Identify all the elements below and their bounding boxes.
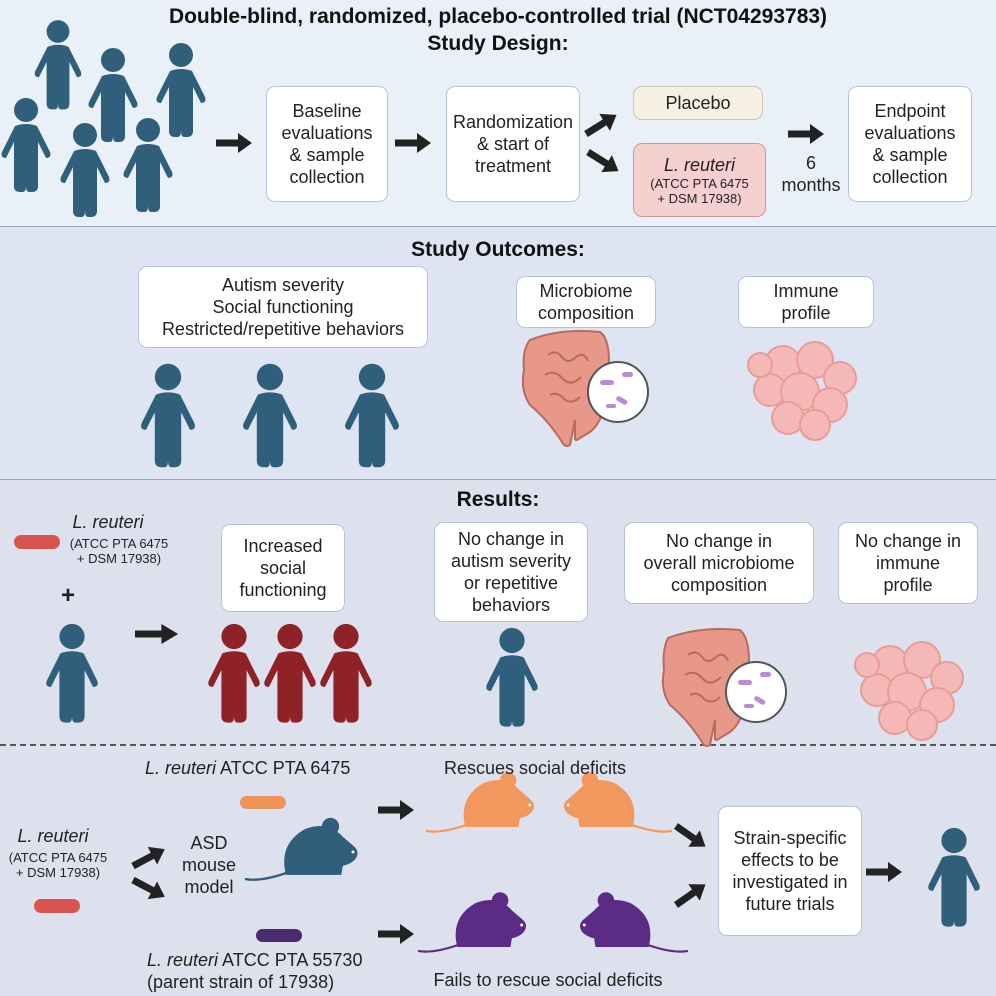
fails-label: Fails to rescue social deficits [433,970,663,990]
mouse-treatment-name: L. reuteri [17,826,89,846]
arrow-icon [128,871,170,906]
immune-cells-icon [854,641,964,741]
randomization-box: Randomization & start of treatment [446,86,580,202]
bacteria-purple-icon [256,929,302,942]
duration-label: 6 months [781,153,841,195]
baseline-box: Baseline evaluations & sample collection [266,86,388,202]
bacteria-icon [14,535,60,549]
arrow-icon [135,624,179,644]
trial-title: Double-blind, randomized, placebo-contro… [168,5,828,28]
mouse-purple-icon [416,891,690,953]
mouse-treatment-strains: (ATCC PTA 6475 + DSM 17938) [8,850,108,880]
gut-microbiome-icon [521,330,649,447]
asd-mouse-model-label: ASD mouse model [181,833,237,897]
children-holding-hands-icon [208,623,372,723]
bacteria-icon [34,899,80,913]
rescues-label: Rescues social deficits [443,758,627,778]
arrow-icon [128,840,170,875]
increased-social-box: Increased social functioning [221,524,345,612]
results-treatment-strains: (ATCC PTA 6475 + DSM 17938) [69,536,169,566]
arrow-icon [670,876,712,914]
child-icon [928,827,980,927]
bacteria-orange-icon [240,796,286,809]
results-treatment-name: L. reuteri [72,512,144,532]
strain-55730-label: L. reuteri ATCC PTA 55730 [147,950,363,970]
arrow-icon [378,924,414,944]
behavior-outcome-box: Autism severity Social functioning Restr… [138,266,428,348]
arrow-icon [378,800,414,820]
microbiome-outcome-box: Microbiome composition [516,276,656,328]
treatment-box: L. reuteri (ATCC PTA 6475 + DSM 17938) [633,143,766,217]
immune-outcome-box: Immune profile [738,276,874,328]
immune-cells-icon [747,341,857,441]
outcomes-heading: Study Outcomes: [411,238,585,261]
results-heading: Results: [456,488,540,511]
placebo-box: Placebo [633,86,763,120]
parent-strain-note: (parent strain of 17938) [147,972,335,992]
plus-sign: + [60,582,75,609]
arrow-icon [395,133,431,153]
endpoint-box: Endpoint evaluations & sample collection [848,86,972,202]
arrow-icon [580,106,622,143]
arrow-icon [866,862,902,882]
section-divider [0,744,996,746]
no-change-severity-box: No change in autism severity or repetiti… [434,522,588,622]
children-icons [141,363,399,468]
treatment-name: L. reuteri [663,155,736,175]
treatment-strains: (ATCC PTA 6475 + DSM 17938) [650,176,749,206]
gut-microbiome-icon [661,628,787,747]
arrow-icon [788,124,824,144]
arrow-icon [216,133,252,153]
arrow-icon [670,817,712,855]
asd-mouse-icon [243,817,359,881]
child-icon [46,623,98,723]
mouse-orange-icon [424,771,674,833]
study-design-heading: Study Design: [427,32,569,55]
no-change-microbiome-box: No change in overall microbiome composit… [624,522,814,604]
no-change-immune-box: No change in immune profile [838,522,978,604]
child-icon [486,627,538,727]
future-trials-box: Strain-specific effects to be investigat… [718,806,862,936]
strain-6475-label: L. reuteri ATCC PTA 6475 [145,758,351,778]
arrow-icon [582,143,624,180]
